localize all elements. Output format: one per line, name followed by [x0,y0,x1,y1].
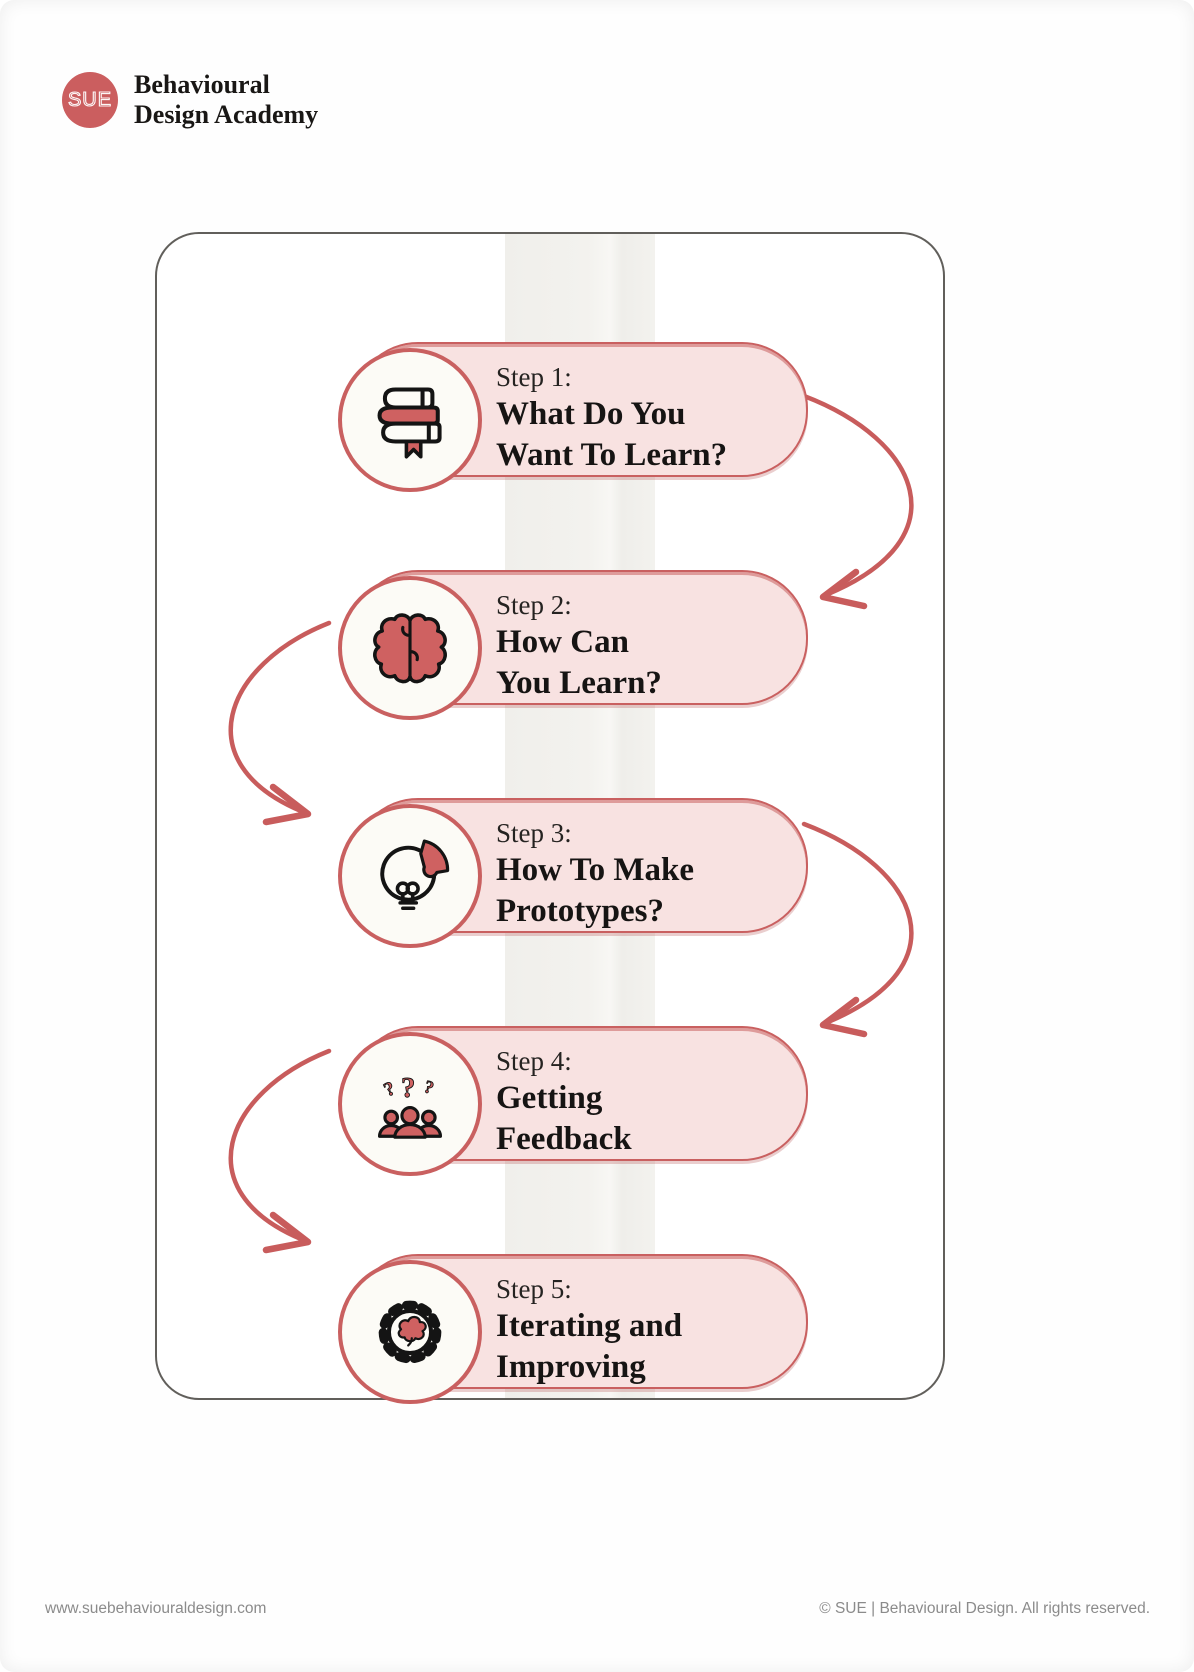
step-3-icon-circle [338,804,482,948]
step-5-title-line1: Iterating and [496,1308,683,1344]
step-3-title: How To Make Prototypes? [496,850,694,932]
step-2-title-line1: How Can [496,624,629,660]
step-4-title-line2: Feedback [496,1121,632,1157]
step-2-icon-circle [338,576,482,720]
step-1-icon-circle [338,348,482,492]
books-icon [377,387,442,459]
sue-logo-text: SUE [67,88,113,111]
step-card-1: Step 1: What Do You Want To Learn? [338,340,810,496]
step-3-title-line2: Prototypes? [496,893,665,929]
step-2-title: How Can You Learn? [496,622,662,704]
brand-name-line1: Behavioural [134,70,270,99]
footer-website: www.suebehaviouraldesign.com [45,1600,267,1617]
step-card-4: ? ? ? Step 4: Getting Feedback [338,1024,810,1180]
step-3-label: Step 3: [496,818,572,848]
step-2-label: Step 2: [496,590,572,620]
step-2-title-line2: You Learn? [496,665,662,701]
step-1-title-line2: Want To Learn? [496,437,728,473]
sue-logo: SUE [62,72,118,128]
step-card-3: Step 3: How To Make Prototypes? [338,796,810,952]
svg-text:?: ? [381,1077,399,1101]
people-questions-icon: ? ? ? [377,1071,443,1139]
brand-name: Behavioural Design Academy [134,70,318,130]
flow-arrow-3-4 [801,821,914,1038]
step-5-label: Step 5: [496,1274,572,1304]
step-5-icon-circle [338,1260,482,1404]
gear-brain-icon [378,1300,442,1364]
step-5-title-line2: Improving [496,1349,646,1385]
lightbulb-puzzle-icon [380,839,450,911]
step-1-title-line1: What Do You [496,396,686,432]
brand-name-line2: Design Academy [134,100,319,129]
brain-icon [373,613,447,684]
flow-arrow-2-3 [228,620,332,826]
step-card-5: Step 5: Iterating and Improving [338,1252,810,1408]
brand-header: SUE Behavioural Design Academy [62,70,318,130]
svg-text:?: ? [422,1076,437,1098]
step-5-title: Iterating and Improving [496,1306,682,1388]
step-4-label: Step 4: [496,1046,572,1076]
flow-arrow-4-5 [228,1048,332,1254]
step-card-2: Step 2: How Can You Learn? [338,568,810,724]
flow-arrow-1-2 [801,393,914,610]
svg-text:?: ? [401,1072,415,1104]
step-4-title: Getting Feedback [496,1078,632,1160]
step-1-title: What Do You Want To Learn? [496,394,727,476]
step-4-icon-circle: ? ? ? [338,1032,482,1176]
step-3-title-line1: How To Make [496,852,695,888]
step-1-label: Step 1: [496,362,572,392]
step-4-title-line1: Getting [496,1080,603,1116]
footer-copyright: © SUE | Behavioural Design. All rights r… [819,1600,1150,1617]
